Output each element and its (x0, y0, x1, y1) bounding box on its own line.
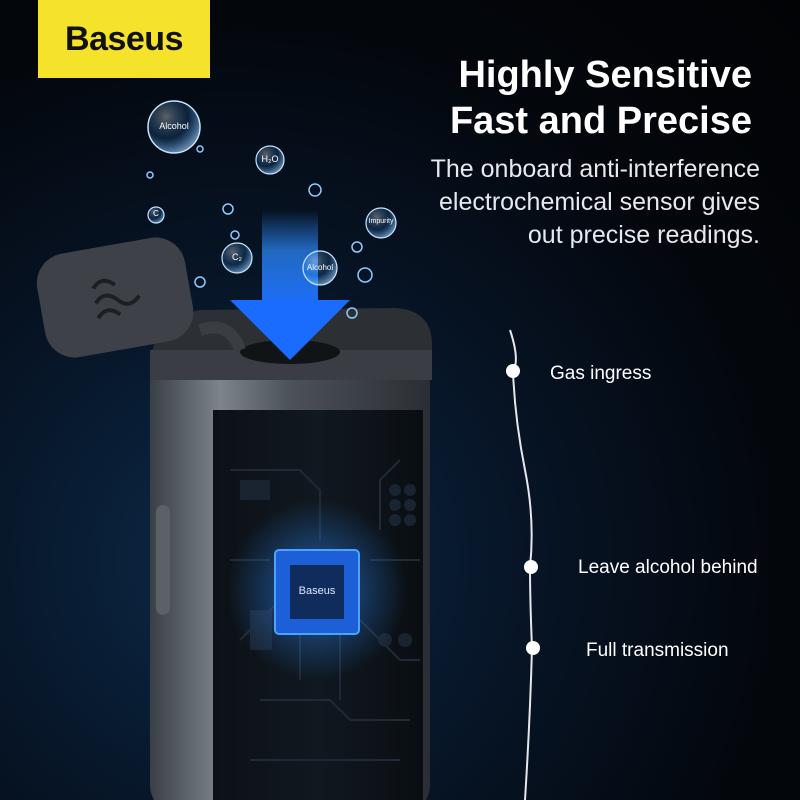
description-line-2: electrochemical sensor gives (439, 188, 760, 216)
chip-label: Baseus (298, 585, 336, 597)
step-label-leave-alcohol: Leave alcohol behind (578, 557, 758, 578)
airflow-arrow (230, 210, 350, 360)
device-body (150, 308, 432, 800)
particle-bubbles (146, 145, 373, 319)
bubble-label-carbon: C₂ (232, 252, 242, 262)
bubble-label-c: C (153, 209, 159, 218)
molecule-bubbles (147, 100, 397, 286)
mouthpiece-flap (36, 237, 246, 358)
timeline-dot-1 (506, 364, 520, 378)
bubble-label-alcohol: Alcohol (159, 121, 189, 131)
process-timeline (506, 329, 540, 800)
bubble-label-impurity: Impurity (368, 218, 394, 225)
description: The onboard anti-interference electroche… (380, 153, 760, 252)
timeline-dot-2 (524, 560, 538, 574)
side-button (156, 505, 170, 615)
brand-logo: Baseus (38, 0, 210, 78)
headline-line-1: Highly Sensitive (458, 54, 752, 96)
bubble-label-alcohol-2: Alcohol (306, 263, 334, 272)
brand-name: Baseus (65, 19, 183, 58)
timeline-dot-3 (526, 641, 540, 655)
headline-line-2: Fast and Precise (449, 100, 752, 142)
step-label-full-transmission: Full transmission (586, 640, 729, 661)
bubble-label-water: H₂O (261, 154, 279, 164)
description-line-1: The onboard anti-interference (430, 155, 760, 183)
step-label-gas-ingress: Gas ingress (550, 363, 652, 384)
description-line-3: out precise readings. (527, 221, 760, 249)
headline: Highly Sensitive Fast and Precise (450, 52, 752, 144)
